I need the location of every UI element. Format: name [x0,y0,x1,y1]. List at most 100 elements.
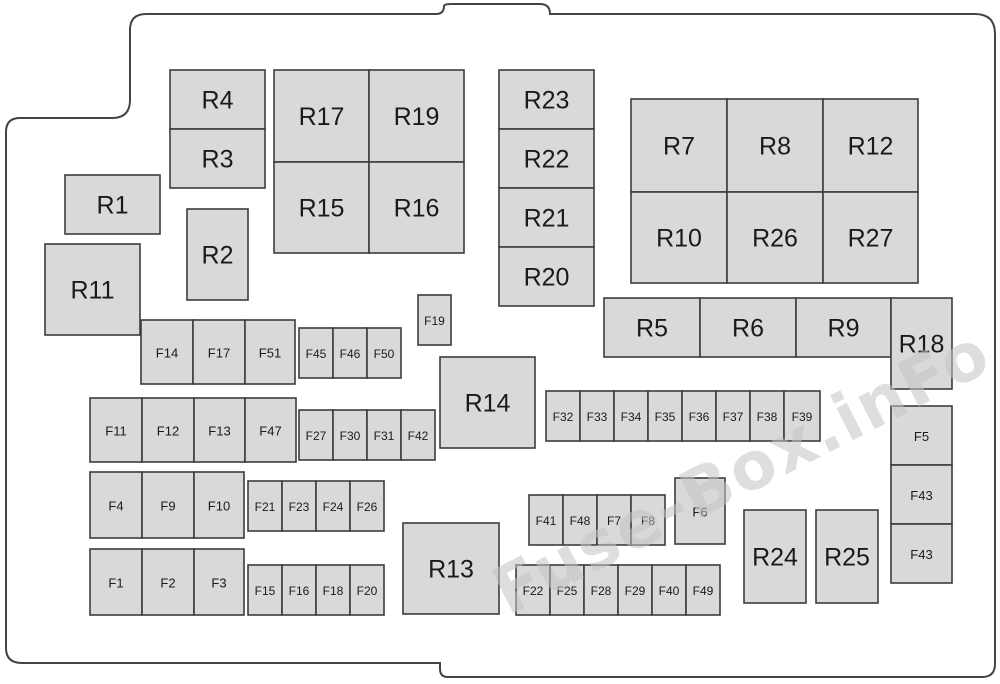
fuse-label-f15: F15 [255,584,276,598]
fuse-f2: F2 [141,548,195,616]
fuse-box-f27 [298,409,334,461]
fuse-box-f51 [244,319,296,385]
fuse-f51: F51 [244,319,296,385]
fuse-label-f37: F37 [723,410,744,424]
fuse-label-f48: F48 [570,514,591,528]
fuse-f29: F29 [617,564,653,616]
fuse-box-f49 [685,564,721,616]
relay-r17: R17 [273,69,370,163]
fuse-box-f32 [545,390,581,442]
relay-box-r8 [726,98,824,193]
fuse-label-f12: F12 [157,424,179,439]
fuse-label-f47: F47 [259,424,281,439]
fuse-f16: F16 [281,564,317,616]
relay-label-r26: R26 [752,225,798,253]
fuse-box-f13 [193,397,246,463]
relay-box-r13 [402,522,500,615]
fuse-label-f36: F36 [689,410,710,424]
relay-label-r6: R6 [732,315,764,343]
relay-label-r24: R24 [752,544,798,572]
relay-r3: R3 [169,128,266,189]
relay-r8: R8 [726,98,824,193]
fuse-label-f8: F8 [641,514,655,528]
fuse-f34: F34 [613,390,649,442]
relay-label-r18: R18 [899,331,945,359]
fuse-f27: F27 [298,409,334,461]
fuse-label-f10: F10 [208,499,230,514]
fuse-label-f39: F39 [792,410,813,424]
relay-box-r23 [498,69,595,130]
fuse-box-f38 [749,390,785,442]
relay-label-r12: R12 [848,133,894,161]
fuse-f19: F19 [417,294,452,346]
fuse-label-f19: F19 [424,314,445,328]
fuse-box-f47 [244,397,297,463]
relay-r9: R9 [795,297,892,358]
fuse-box-f29 [617,564,653,616]
relay-box-r22 [498,128,595,189]
relay-box-r11 [44,243,141,336]
relay-r1: R1 [64,174,161,235]
fuse-box-f1 [89,548,143,616]
fuse-label-f7: F7 [607,514,621,528]
relay-box-r5 [603,297,701,358]
relay-r14: R14 [439,356,536,449]
relay-r18: R18 [890,297,953,390]
fuse-label-f24: F24 [323,500,344,514]
relay-r22: R22 [498,128,595,189]
fuse-box-f42 [400,409,436,461]
fuse-f43b: F43 [890,523,953,584]
fuse-f47: F47 [244,397,297,463]
fuse-f39: F39 [783,390,821,442]
relay-box-r26 [726,191,824,284]
fuse-f41: F41 [528,494,564,546]
fuse-box-f48 [562,494,598,546]
fuse-label-f33: F33 [587,410,608,424]
relay-box-r20 [498,246,595,307]
fuse-box-f14 [140,319,194,385]
relay-label-r7: R7 [663,133,695,161]
relay-box-r6 [699,297,797,358]
relay-label-r16: R16 [394,195,440,223]
fuse-f21: F21 [247,480,283,532]
relay-box-r25 [815,509,879,604]
fuse-box-f8 [630,494,666,546]
fuse-label-f31: F31 [374,429,395,443]
fuse-box-f43a [890,464,953,525]
relay-label-r13: R13 [428,556,474,584]
fuse-label-f5: F5 [914,429,929,444]
fuse-label-f50: F50 [374,347,395,361]
relay-r5: R5 [603,297,701,358]
relay-r24: R24 [743,509,807,604]
fuse-label-f41: F41 [536,514,557,528]
relay-r21: R21 [498,187,595,248]
fuse-f36: F36 [681,390,717,442]
relay-r4: R4 [169,69,266,130]
fuse-label-f20: F20 [357,584,378,598]
fuse-f48: F48 [562,494,598,546]
fuse-label-f13: F13 [208,424,230,439]
relay-box-r1 [64,174,161,235]
fuse-f23: F23 [281,480,317,532]
fuse-label-f51: F51 [259,346,281,361]
fuse-label-f17: F17 [208,346,230,361]
fuse-f30: F30 [332,409,368,461]
fuse-box-f36 [681,390,717,442]
relay-label-r22: R22 [524,146,570,174]
fuse-box-f10 [193,471,245,539]
fuse-f12: F12 [141,397,195,463]
fuse-label-f28: F28 [591,584,612,598]
fuse-box-f7 [596,494,632,546]
fuse-label-f40: F40 [659,584,680,598]
fuse-f6: F6 [674,477,726,545]
relay-r12: R12 [822,98,919,193]
relay-r6: R6 [699,297,797,358]
relay-r2: R2 [186,208,249,301]
fuse-label-f30: F30 [340,429,361,443]
fuse-box-f28 [583,564,619,616]
fuse-f4: F4 [89,471,143,539]
fuse-f17: F17 [192,319,246,385]
fuse-f5: F5 [890,405,953,466]
fuse-box-f26 [349,480,385,532]
